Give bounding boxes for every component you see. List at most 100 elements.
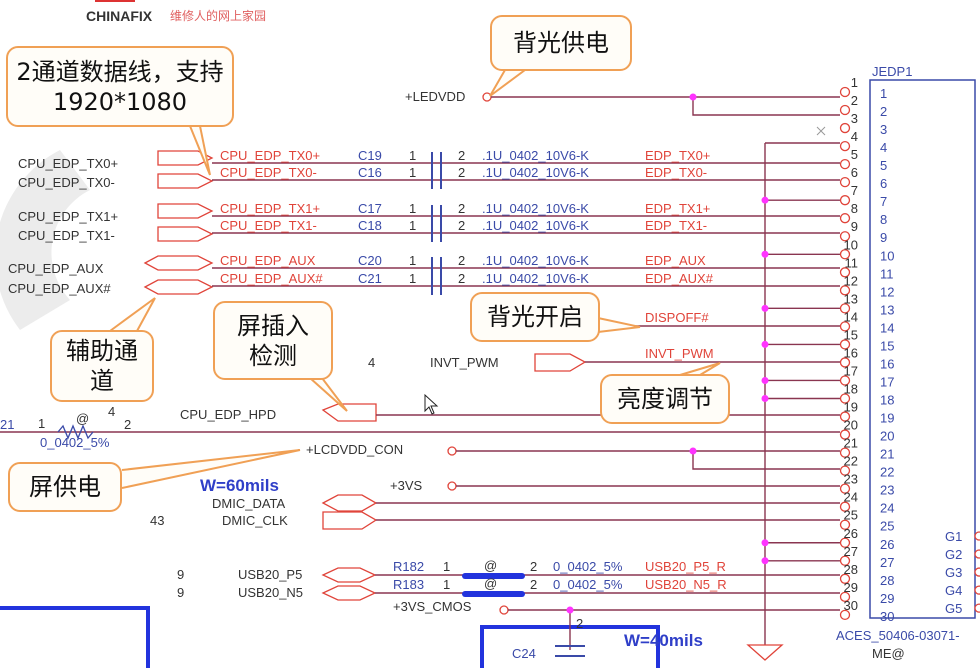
connector-pin-number: 30 <box>844 598 858 613</box>
c24-ref: C24 <box>512 646 536 661</box>
connector-pin-label: 18 <box>880 393 894 408</box>
capacitor-ref: C16 <box>358 165 382 180</box>
connector-pin <box>839 339 851 350</box>
callout-pointer <box>489 69 526 97</box>
invt-sheet: 4 <box>368 355 375 370</box>
connector-ground-pin <box>974 549 980 559</box>
resistor-option: @ <box>76 411 89 426</box>
connector-pin-number: 1 <box>851 75 858 90</box>
callout-brightness: 亮度调节 <box>600 374 730 424</box>
ground-bus <box>764 142 840 645</box>
connector-pin-label: 15 <box>880 338 894 353</box>
connector-pin-number: 4 <box>851 129 858 144</box>
callout-panel-power: 屏供电 <box>8 462 122 512</box>
connector-pin-number: 6 <box>851 165 858 180</box>
connector-pin <box>839 195 851 206</box>
connector-pin <box>839 285 851 296</box>
connector-pin-number: 29 <box>844 580 858 595</box>
net-label: CPU_EDP_AUX <box>220 253 316 268</box>
capacitor-pin2: 2 <box>458 201 465 216</box>
usb-resistor-pin1: 1 <box>443 559 450 574</box>
connector-pin-number: 16 <box>844 345 858 360</box>
connector-body <box>869 79 976 619</box>
connector-pin-number: 12 <box>844 273 858 288</box>
hpd-sheet: 4 <box>108 404 115 419</box>
capacitor-ref: C20 <box>358 253 382 268</box>
connector-ground-pin <box>974 603 980 613</box>
vs3-label: +3VS <box>390 478 422 493</box>
connector-pin <box>839 537 851 548</box>
usb-net-label: USB20_P5_R <box>645 559 726 574</box>
ledvdd-wire <box>491 96 840 116</box>
connector-pin-number: 27 <box>844 544 858 559</box>
connector-ground-pin-label: G5 <box>945 601 962 616</box>
connector-pin <box>839 104 851 116</box>
connector-pin-label: 9 <box>880 230 887 245</box>
edp-net-label: EDP_TX1- <box>645 218 707 233</box>
connector-pin <box>839 267 851 278</box>
capacitor-ref: C18 <box>358 218 382 233</box>
connector-pin-label: 8 <box>880 212 887 227</box>
resistor-ref: 21 <box>0 417 14 432</box>
connector-pin-label: 29 <box>880 591 894 606</box>
connector-pin-label: 11 <box>880 266 894 281</box>
connector-pin-number: 24 <box>844 490 858 505</box>
connector-pin-number: 21 <box>844 436 858 451</box>
power-plane-outline <box>0 606 660 668</box>
ledvdd-port <box>482 92 492 102</box>
connector-pin-label: 3 <box>880 122 887 137</box>
capacitor-symbol <box>431 152 442 172</box>
capacitor-ref: C17 <box>358 201 382 216</box>
capacitor-symbol <box>431 222 442 242</box>
callout-pointer <box>109 297 156 332</box>
resistor-value: 0_0402_5% <box>40 435 110 450</box>
dmic-data-label: DMIC_DATA <box>212 496 286 511</box>
c24-symbol <box>555 645 585 657</box>
junction <box>761 376 769 384</box>
edp-net-label: EDP_TX0+ <box>645 148 710 163</box>
connector-pin <box>839 213 851 224</box>
connector-pin-label: 12 <box>880 284 894 299</box>
connector-pin-number: 25 <box>844 508 858 523</box>
capacitor-value: .1U_0402_10V6-K <box>482 165 589 180</box>
callout-pointer <box>597 317 641 333</box>
edp-net-label: EDP_AUX# <box>645 271 714 286</box>
connector-pin-number: 9 <box>851 219 858 234</box>
capacitor-pin1: 1 <box>409 253 416 268</box>
watermark-shape <box>0 150 90 330</box>
callout-backlight-enable: 背光开启 <box>470 292 600 342</box>
connector-pin-label: 7 <box>880 194 887 209</box>
capacitor-ref: C19 <box>358 148 382 163</box>
connector-pin <box>839 249 851 260</box>
connector-pin <box>839 158 851 170</box>
connector-pin <box>839 231 851 242</box>
connector-ref: JEDP1 <box>872 64 912 79</box>
connector-pin-label: 4 <box>880 140 887 155</box>
capacitor-pin1: 1 <box>409 218 416 233</box>
connector-pin <box>839 140 851 152</box>
connector-pin-number: 23 <box>844 472 858 487</box>
connector-pin <box>839 429 851 440</box>
ledvdd-label: +LEDVDD <box>405 89 465 104</box>
connector-pin <box>839 321 851 332</box>
usb-sheet: 9 <box>177 585 184 600</box>
connector-pin-number: 28 <box>844 562 858 577</box>
connector-ground-pin-label: G3 <box>945 565 962 580</box>
cpu-signal-label: CPU_EDP_TX1+ <box>18 209 118 224</box>
usb-net-label: USB20_N5_R <box>645 577 727 592</box>
usb-resistor-option: @ <box>484 558 497 573</box>
mouse-cursor-icon <box>424 393 439 415</box>
capacitor-pin2: 2 <box>458 218 465 233</box>
capacitor-pin2: 2 <box>458 271 465 286</box>
connector-option: ME@ <box>872 646 905 661</box>
capacitor-symbol <box>431 257 442 277</box>
invt-port-label: INVT_PWM <box>430 355 499 370</box>
connector-pin-label: 6 <box>880 176 887 191</box>
connector-pin-label: 28 <box>880 573 894 588</box>
junction <box>689 93 697 101</box>
resistor-pin2: 2 <box>124 417 131 432</box>
connector-pin-label: 21 <box>880 447 894 462</box>
cmos-port <box>499 605 509 615</box>
junction <box>689 447 697 455</box>
connector-pin <box>839 465 851 476</box>
